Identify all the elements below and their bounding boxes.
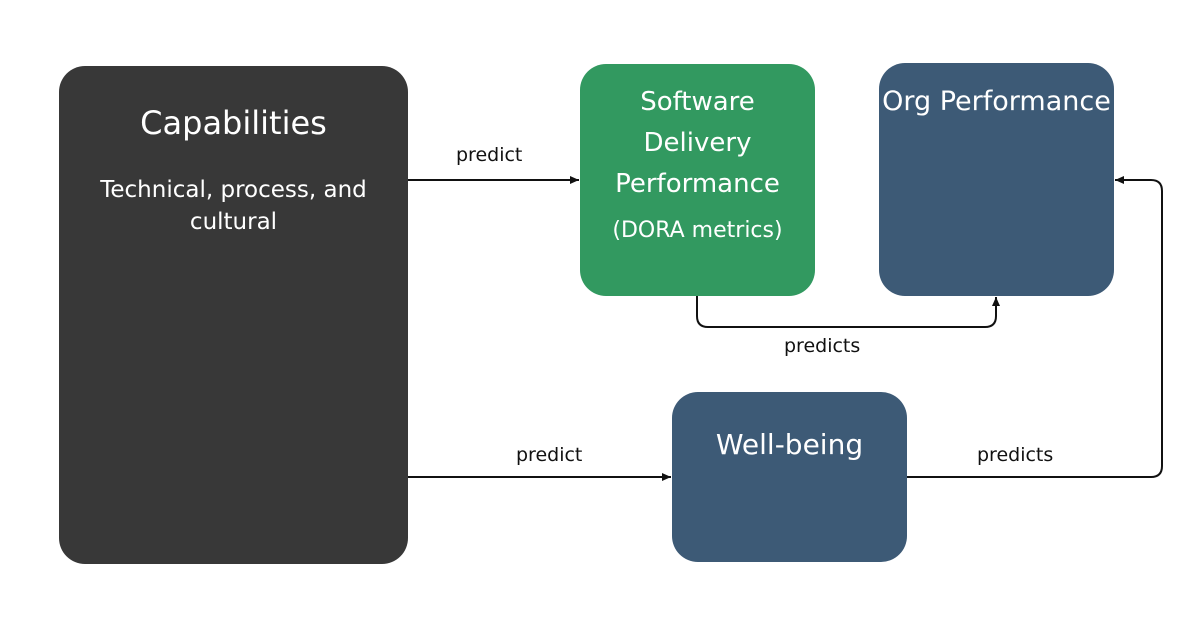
- edge-label-predicts-org-from-delivery: predicts: [784, 335, 861, 357]
- edge-well-being-to-org-performance: [907, 176, 1163, 478]
- capabilities-subtitle: Technical, process, and cultural: [100, 177, 367, 235]
- edge-label-predicts-org-from-well-being: predicts: [977, 444, 1054, 466]
- well-being-node: Well-being: [672, 392, 907, 562]
- software-delivery-title: Software Delivery Performance: [615, 87, 780, 199]
- software-delivery-node: Software Delivery Performance (DORA metr…: [580, 64, 815, 296]
- org-performance-title: Org Performance: [882, 86, 1111, 117]
- edge-label-predict-well-being: predict: [516, 444, 583, 466]
- edge-label-predict-software-delivery: predict: [456, 144, 523, 166]
- capabilities-node: Capabilities Technical, process, and cul…: [59, 66, 408, 564]
- software-delivery-subtitle: (DORA metrics): [612, 218, 783, 243]
- capabilities-title: Capabilities: [140, 104, 327, 142]
- well-being-title: Well-being: [715, 428, 864, 461]
- org-performance-node: Org Performance: [879, 63, 1114, 296]
- edge-software-delivery-to-org-performance: [696, 296, 1000, 328]
